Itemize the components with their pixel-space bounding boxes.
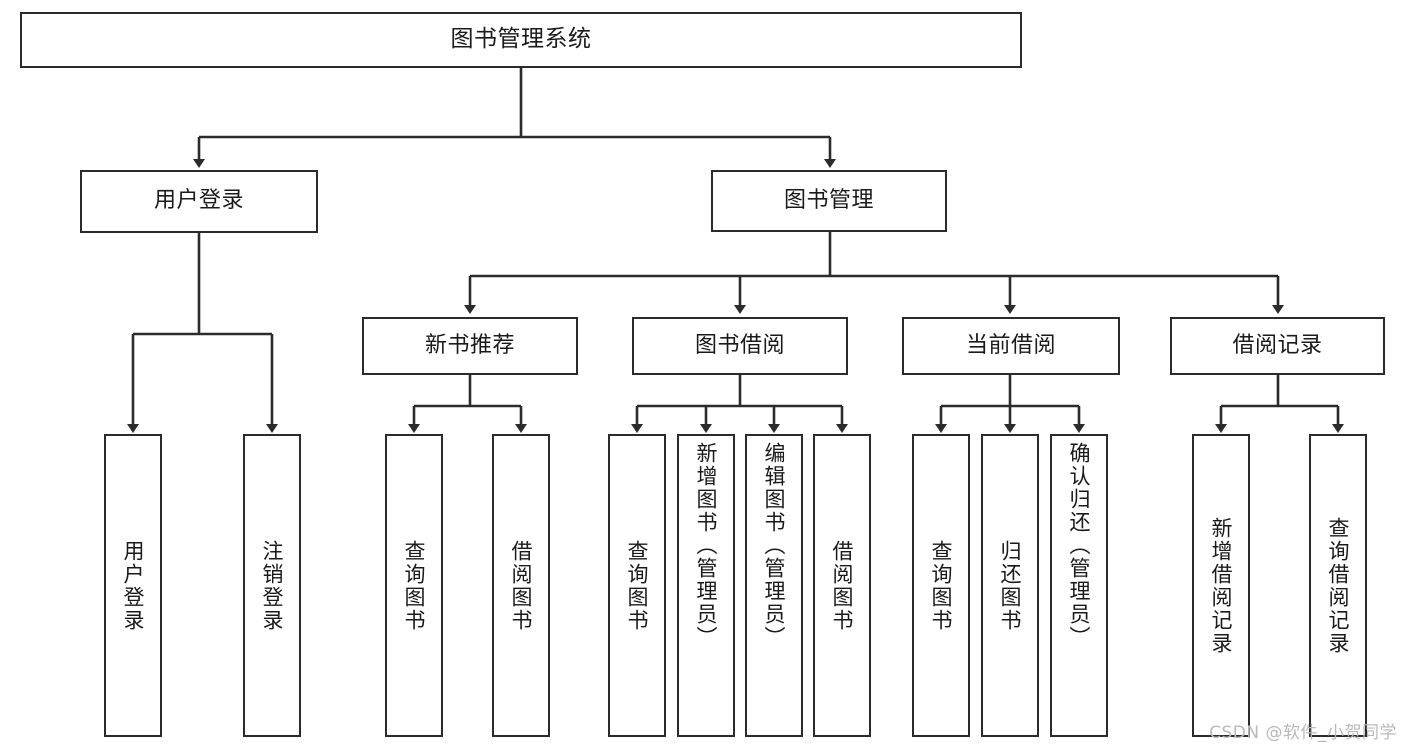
node-label: 查询图书	[402, 539, 427, 632]
node-label: 图书管理	[783, 187, 874, 213]
node-leaf-borrow-book-1[interactable]: 借阅图书	[492, 434, 550, 737]
node-label: 新增借阅记录	[1209, 516, 1234, 655]
node-label: 图书借阅	[694, 332, 785, 358]
node-label: 新书推荐	[424, 332, 515, 358]
node-user-login[interactable]: 用户登录	[80, 170, 318, 233]
node-label: 查询图书	[929, 539, 954, 632]
node-leaf-return-book[interactable]: 归还图书	[981, 434, 1039, 737]
node-label: 查询图书	[625, 539, 650, 632]
node-label: 借阅记录	[1232, 332, 1323, 358]
node-current-borrow[interactable]: 当前借阅	[902, 317, 1120, 375]
node-leaf-borrow-book-2[interactable]: 借阅图书	[813, 434, 871, 737]
node-leaf-query-book-3[interactable]: 查询图书	[912, 434, 970, 737]
node-leaf-add-book[interactable]: 新增图书（管理员）	[677, 434, 735, 737]
node-label: 借阅图书	[830, 539, 855, 632]
node-label: 编辑图书（管理员）	[762, 442, 787, 649]
node-label: 借阅图书	[509, 539, 534, 632]
node-root[interactable]: 图书管理系统	[20, 12, 1022, 68]
node-label: 用户登录	[153, 188, 244, 214]
node-leaf-add-record[interactable]: 新增借阅记录	[1192, 434, 1250, 737]
node-leaf-logout[interactable]: 注销登录	[243, 434, 301, 737]
node-book-borrow[interactable]: 图书借阅	[632, 317, 848, 375]
node-leaf-query-book-2[interactable]: 查询图书	[608, 434, 666, 737]
node-leaf-confirm-return[interactable]: 确认归还（管理员）	[1050, 434, 1108, 737]
node-leaf-user-login[interactable]: 用户登录	[104, 434, 162, 737]
node-new-book-rec[interactable]: 新书推荐	[362, 317, 578, 375]
node-borrow-record[interactable]: 借阅记录	[1170, 317, 1385, 375]
node-label: 注销登录	[260, 539, 285, 632]
node-label: 查询借阅记录	[1326, 516, 1351, 655]
node-label: 确认归还（管理员）	[1067, 442, 1092, 649]
node-label: 用户登录	[121, 539, 146, 632]
node-leaf-edit-book[interactable]: 编辑图书（管理员）	[745, 434, 803, 737]
node-label: 新增图书（管理员）	[694, 442, 719, 649]
watermark: CSDN @软件_小贺同学	[1209, 723, 1397, 743]
node-label: 图书管理系统	[450, 26, 592, 53]
node-book-manage[interactable]: 图书管理	[711, 170, 947, 232]
node-leaf-query-record[interactable]: 查询借阅记录	[1309, 434, 1367, 737]
node-label: 归还图书	[998, 539, 1023, 632]
node-leaf-query-book-1[interactable]: 查询图书	[385, 434, 443, 737]
node-label: 当前借阅	[965, 332, 1056, 358]
